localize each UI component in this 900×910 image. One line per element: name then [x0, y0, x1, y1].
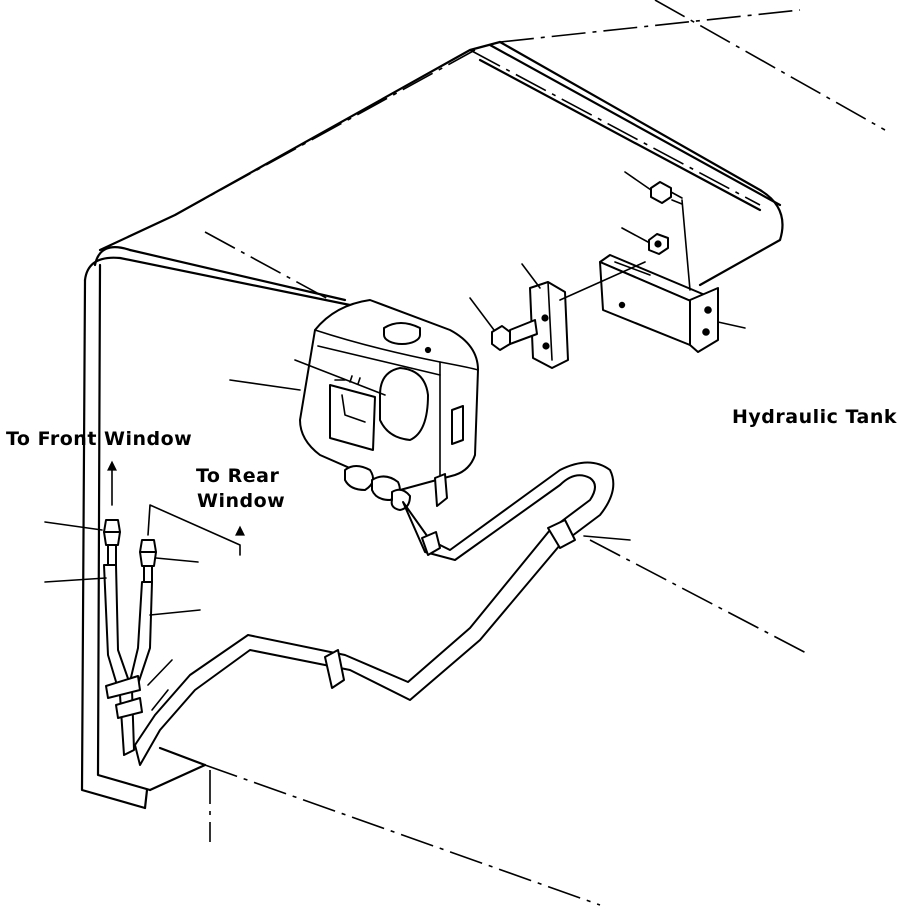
- centerlines: [174, 0, 886, 906]
- washer-tank: [229, 299, 479, 511]
- cab-body: [80, 40, 784, 810]
- fasteners: [469, 171, 691, 369]
- hydraulic-tank-label: Hydraulic Tank: [732, 406, 898, 428]
- cab-bracket: [599, 254, 746, 353]
- to-rear-window-label-line1: To Rear: [196, 465, 280, 487]
- washer-hoses: [44, 461, 631, 766]
- check-valves: [44, 460, 245, 583]
- to-rear-window-label-line2: Window: [197, 490, 286, 512]
- to-front-window-label: To Front Window: [6, 428, 193, 450]
